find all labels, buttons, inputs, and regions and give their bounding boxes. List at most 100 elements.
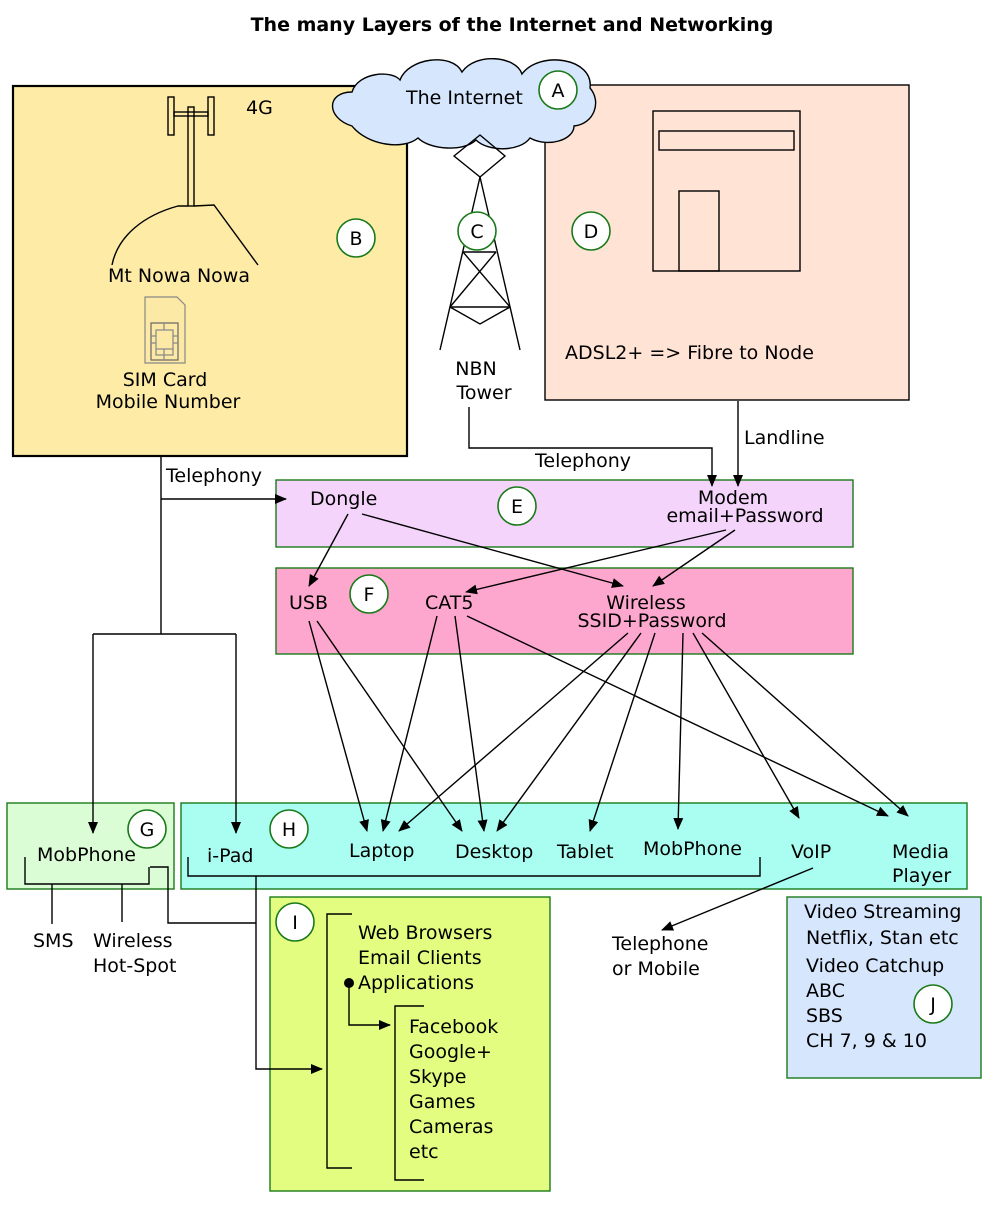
nbn-to-modem-arrow (468, 407, 717, 487)
cat5-label: CAT5 (425, 592, 473, 614)
wireless-label: Wireless (606, 592, 686, 614)
mobile-number-label: Mobile Number (96, 391, 241, 413)
wireless-to-voip-arrow (692, 632, 800, 819)
games-label: Games (409, 1091, 475, 1113)
internet-label: The Internet (405, 87, 523, 109)
applications-connector (348, 983, 391, 1030)
layer-j-box (786, 896, 982, 1079)
landline-label: Landline (744, 427, 825, 449)
badge-d-text: D (584, 221, 599, 243)
layer-h-box (180, 802, 968, 890)
etc-label: etc (409, 1141, 439, 1163)
g-mobphone-label: MobPhone (37, 844, 136, 866)
hotspot-label: Wireless (93, 930, 173, 952)
usb-to-laptop-arrow (308, 620, 369, 832)
badge-i (275, 902, 315, 942)
tablet-label: Tablet (556, 841, 614, 863)
ipad-label: i-Pad (207, 845, 253, 867)
sbs-label: SBS (806, 1005, 843, 1027)
usb-to-desktop-arrow (316, 620, 463, 832)
voip-to-telephone-arrow (661, 867, 814, 931)
or-mobile-label: or Mobile (612, 958, 700, 980)
laptop-label: Laptop (349, 840, 414, 862)
nbn-label: NBN (455, 358, 496, 380)
modem-to-cat5-arrow (465, 529, 727, 595)
badge-b-text: B (349, 228, 362, 250)
wireless-to-laptop-arrow (398, 632, 629, 832)
sms-label: SMS (33, 930, 74, 952)
network-type-label: 4G (246, 97, 273, 119)
channels-label: CH 7, 9 & 10 (806, 1030, 927, 1052)
mobphone-to-apps-line (150, 866, 256, 924)
mobile-trunk-line (93, 457, 236, 635)
badge-e (497, 486, 537, 526)
applications-label: Applications (358, 972, 474, 994)
badge-h (269, 809, 309, 849)
wireless-to-mobphone-arrow (673, 632, 684, 830)
badge-a-text: A (552, 80, 565, 102)
desktop-label: Desktop (455, 841, 533, 863)
sim-card-icon (144, 296, 186, 364)
telephony-mobile-label: Telephony (165, 465, 262, 487)
email-clients-label: Email Clients (358, 947, 482, 969)
nbn-tower-icon (439, 134, 521, 351)
video-catchup-label: Video Catchup (806, 955, 944, 977)
exchange-building-icon (652, 110, 801, 272)
apps-bracket (394, 1005, 424, 1181)
layer-e-box (275, 479, 854, 548)
badge-g (127, 809, 167, 849)
wireless-to-tablet-arrow (588, 632, 656, 832)
adsl-label: ADSL2+ => Fibre to Node (565, 342, 814, 364)
layer-i-box (269, 896, 551, 1192)
ipad-to-apps-arrow (255, 876, 323, 1074)
dongle-to-wireless-arrow (361, 513, 624, 588)
cat5-to-media-arrow (466, 615, 889, 817)
mobile-network-box (11, 84, 409, 458)
badge-f (349, 574, 389, 614)
wireless-to-media-arrow (701, 632, 909, 817)
badge-d (571, 211, 611, 251)
nbn-tower-label: Tower (455, 382, 511, 404)
ssid-label: SSID+Password (577, 610, 726, 632)
telephone-label: Telephone (611, 933, 709, 955)
cameras-label: Cameras (409, 1116, 493, 1138)
modem-to-wireless-arrow (652, 529, 736, 587)
media-label: Media (892, 841, 949, 863)
cell-tower-icon (111, 96, 259, 266)
g-bracket (24, 857, 150, 885)
skype-label: Skype (409, 1066, 466, 1088)
internet-cloud (332, 58, 597, 150)
telephony-nbn-label: Telephony (534, 450, 631, 472)
g-connectors (51, 884, 123, 924)
media-player-label: Player (892, 865, 951, 887)
modem-credentials-label: email+Password (666, 505, 823, 527)
h-bracket (187, 857, 761, 877)
wireless-to-desktop-arrow (496, 632, 642, 832)
usb-label: USB (289, 592, 328, 614)
i-bracket (326, 913, 352, 1169)
badge-g-text: G (140, 819, 155, 841)
diagram-title: The many Layers of the Internet and Netw… (251, 14, 774, 36)
cat5-to-desktop-arrow (454, 615, 488, 832)
modem-label: Modem (698, 487, 768, 509)
web-browsers-label: Web Browsers (358, 922, 492, 944)
badge-j (913, 984, 953, 1024)
badge-b (336, 218, 376, 258)
badge-a (538, 70, 578, 110)
cat5-to-laptop-arrow (380, 615, 438, 832)
badge-f-text: F (364, 584, 375, 606)
h-mobphone-label: MobPhone (643, 838, 742, 860)
google-plus-label: Google+ (409, 1041, 492, 1063)
badge-c (457, 211, 497, 251)
voip-label: VoIP (791, 841, 831, 863)
video-streaming-label: Video Streaming (804, 901, 961, 923)
sim-card-label: SIM Card (123, 369, 208, 391)
tower-site-label: Mt Nowa Nowa (108, 265, 250, 287)
dongle-to-usb-arrow (308, 513, 349, 587)
badge-h-text: H (282, 819, 296, 841)
badge-e-text: E (511, 496, 523, 518)
badge-j-text: J (929, 994, 936, 1016)
dongle-label: Dongle (310, 488, 377, 510)
netflix-label: Netflix, Stan etc (806, 927, 959, 949)
